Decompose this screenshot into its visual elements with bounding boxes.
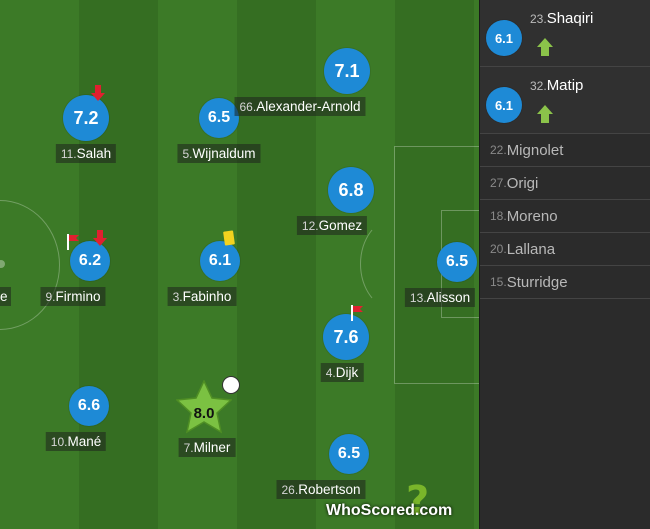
- player-name-label: 23.Shaqiri: [530, 10, 594, 27]
- man-of-the-match-star-icon: 8.0: [176, 380, 232, 434]
- sub-off-arrow-icon: [93, 230, 107, 246]
- unused-sub-moreno[interactable]: 18.Moreno: [480, 200, 650, 233]
- player-rating: 6.5: [329, 434, 369, 474]
- player-name-label: 9.Firmino: [40, 287, 106, 306]
- pitch: e 7.2 11.Salah 6.5 5.Wijnaldum 7.1 66.Al…: [0, 0, 479, 529]
- unused-sub-lallana[interactable]: 20.Lallana: [480, 233, 650, 266]
- player-rating: 6.6: [69, 386, 109, 426]
- whoscored-logo: ? WhoScored.com: [326, 478, 453, 524]
- center-spot: [0, 260, 5, 268]
- player-rating: 6.1: [200, 241, 240, 281]
- yellow-card-icon: [223, 230, 235, 246]
- player-rating: 6.8: [328, 167, 374, 213]
- player-rating: 6.5: [199, 98, 239, 138]
- player-rating: 8.0: [193, 404, 215, 422]
- player-name-label: 11.Salah: [55, 144, 117, 163]
- center-circle: [0, 200, 60, 330]
- player-name-label: 7.Milner: [178, 438, 236, 457]
- corner-flag-icon: [351, 305, 363, 321]
- goal-ball-icon: [222, 376, 240, 394]
- unused-sub-sturridge[interactable]: 15.Sturridge: [480, 266, 650, 299]
- player-rating: 7.2: [63, 95, 109, 141]
- player-rating: 6.5: [437, 242, 477, 282]
- player-name-label: 13.Alisson: [404, 288, 476, 307]
- player-name-label: 5.Wijnaldum: [177, 144, 261, 163]
- player-name-label: 66.Alexander-Arnold: [234, 97, 366, 116]
- player-rating: 7.1: [324, 48, 370, 94]
- bench-panel: 6.1 23.Shaqiri 6.1 32.Matip 22.Mignolet …: [479, 0, 650, 529]
- substitute-shaqiri[interactable]: 6.1 23.Shaqiri: [480, 0, 650, 67]
- sub-on-arrow-icon: [537, 38, 553, 56]
- edge-player-name-fragment: e: [0, 287, 11, 306]
- penalty-arc: [360, 218, 430, 310]
- sub-off-arrow-icon: [91, 85, 105, 101]
- unused-sub-origi[interactable]: 27.Origi: [480, 167, 650, 200]
- player-name-label: 3.Fabinho: [167, 287, 237, 306]
- logo-question-mark-icon: ?: [406, 478, 430, 524]
- player-rating: 6.1: [486, 20, 522, 56]
- player-rating: 6.1: [486, 87, 522, 123]
- player-name-label: 4.Dijk: [320, 363, 364, 382]
- player-name-label: 10.Mané: [45, 432, 107, 451]
- unused-sub-mignolet[interactable]: 22.Mignolet: [480, 134, 650, 167]
- corner-flag-icon: [67, 234, 79, 250]
- sub-on-arrow-icon: [537, 105, 553, 123]
- player-name-label: 26.Robertson: [276, 480, 366, 499]
- player-name-label: 32.Matip: [530, 77, 584, 94]
- substitute-matip[interactable]: 6.1 32.Matip: [480, 67, 650, 134]
- player-name-label: 12.Gomez: [296, 216, 368, 235]
- player-rating: 6.2: [70, 241, 110, 281]
- player-rating: 7.6: [323, 314, 369, 360]
